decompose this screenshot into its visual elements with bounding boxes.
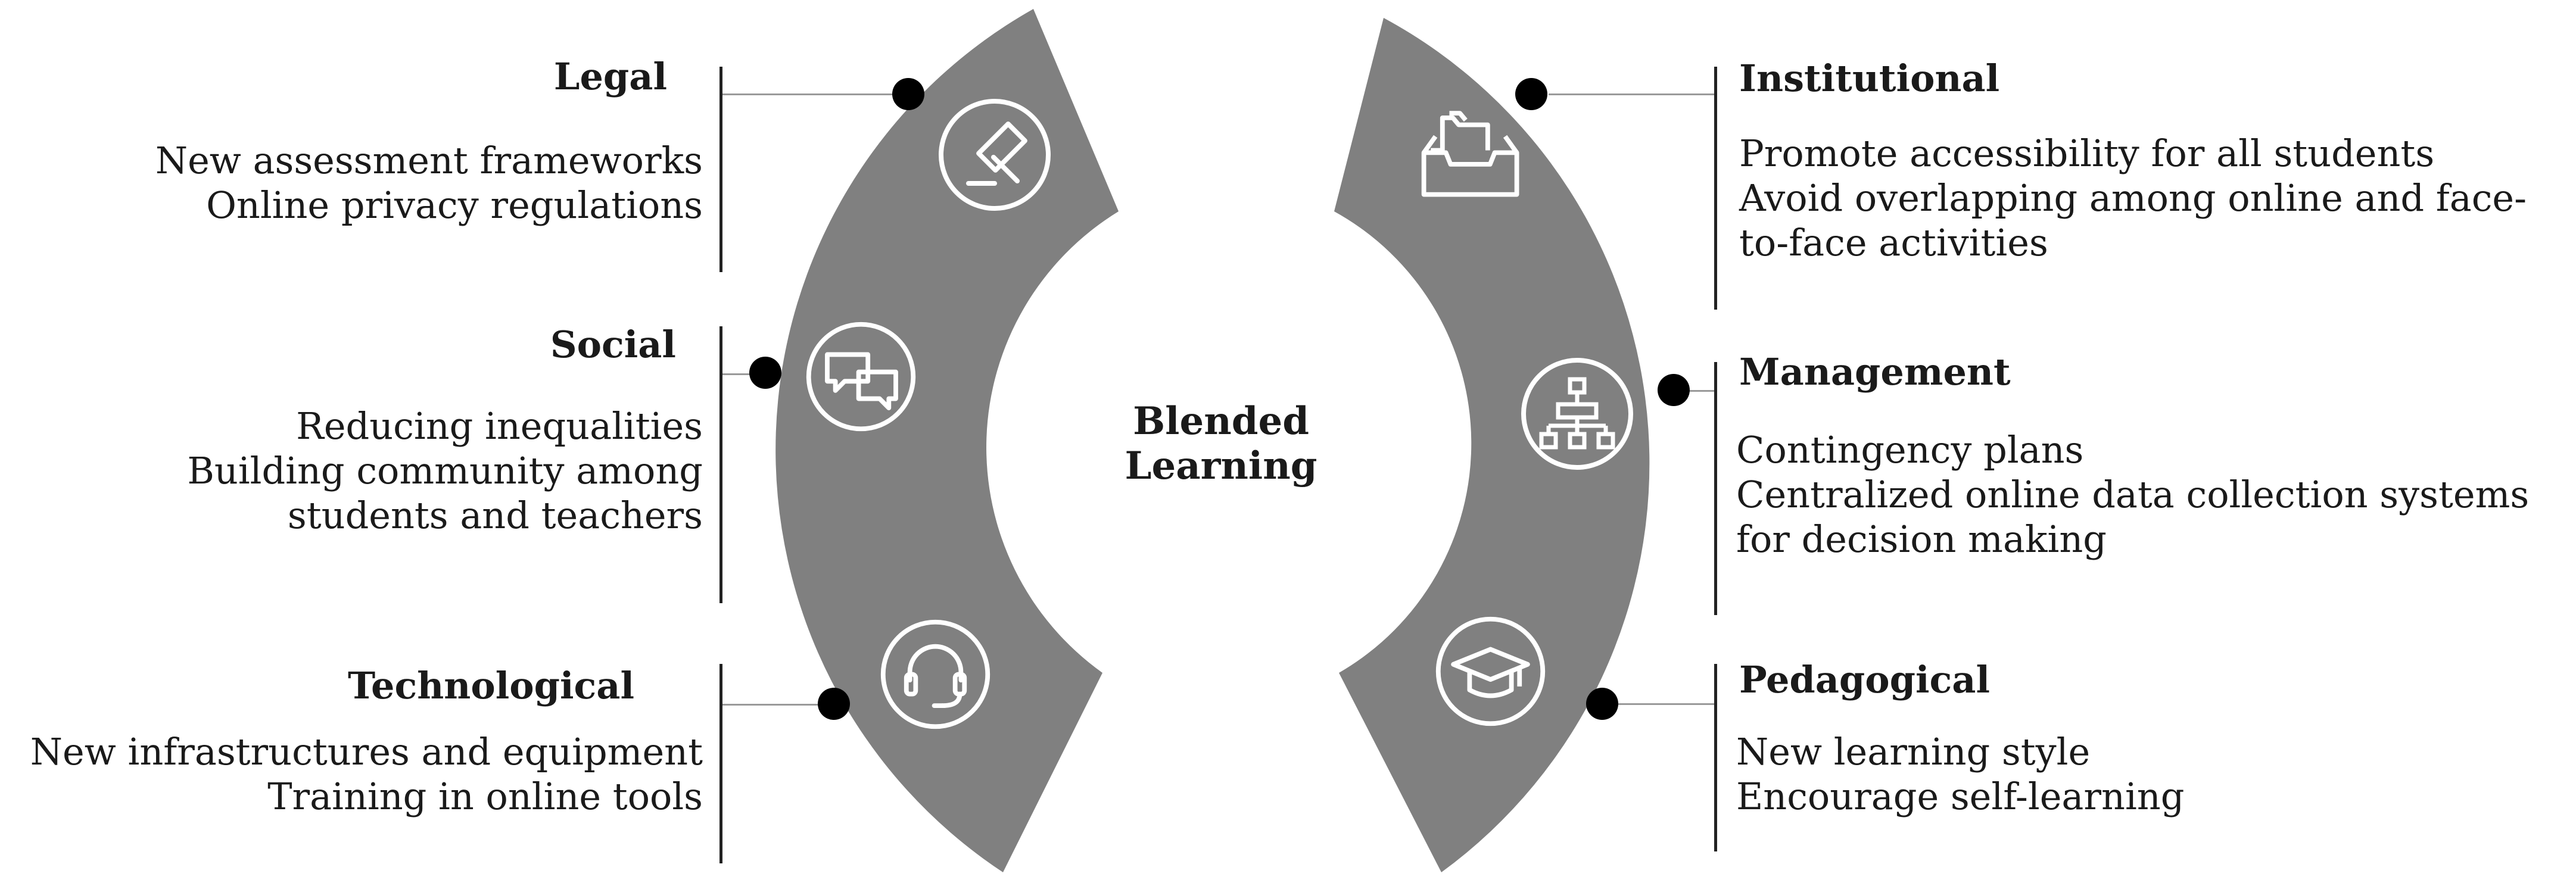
line-item: New assessment frameworks (155, 139, 703, 182)
line-item: Training in online tools (267, 775, 703, 818)
heading-social: Social (550, 323, 676, 366)
heading-legal: Legal (553, 55, 667, 98)
chat-bubbles-icon (806, 322, 916, 432)
leader-line-management (1686, 390, 1715, 392)
heading-management: Management (1739, 350, 2011, 394)
list-social: Reducing inequalities Building community… (187, 404, 703, 538)
line-item: Reducing inequalities (296, 404, 703, 448)
line-item: students and teachers (287, 494, 703, 537)
heading-institutional: Institutional (1739, 57, 2000, 100)
list-management: Contingency plans Centralized online dat… (1736, 428, 2529, 561)
center-title: Blended Learning (1125, 399, 1317, 488)
leader-line-legal (721, 93, 908, 95)
list-technological: New infrastructures and equipment Traini… (30, 729, 703, 819)
left-arc (775, 9, 1119, 872)
headset-icon (880, 619, 990, 729)
marker-dot-institutional (1515, 78, 1547, 110)
file-tray-icon (1421, 111, 1519, 197)
leader-line-social (721, 373, 765, 375)
marker-dot-pedagogical (1586, 688, 1618, 720)
heading-technological: Technological (347, 664, 634, 707)
marker-dot-technological (818, 688, 850, 720)
line-item: Building community among (187, 449, 703, 492)
line-item: Encourage self-learning (1736, 775, 2185, 818)
leader-line-technological (721, 704, 828, 706)
marker-dot-management (1658, 374, 1690, 406)
line-item: New infrastructures and equipment (30, 730, 703, 773)
bar-pedagogical (1714, 664, 1717, 851)
list-legal: New assessment frameworks Online privacy… (155, 138, 703, 227)
line-item: to-face activities (1739, 221, 2048, 264)
marker-dot-social (749, 357, 781, 389)
bar-management (1714, 362, 1717, 615)
bar-institutional (1714, 67, 1717, 310)
leader-line-pedagogical (1617, 703, 1715, 705)
heading-pedagogical: Pedagogical (1739, 658, 1991, 701)
line-item: Avoid overlapping among online and face- (1739, 176, 2527, 220)
bar-legal (719, 67, 722, 272)
line-item: New learning style (1736, 730, 2091, 773)
gavel-icon (939, 99, 1051, 211)
list-pedagogical: New learning style Encourage self-learni… (1736, 729, 2184, 819)
line-item: Promote accessibility for all students (1739, 132, 2435, 175)
marker-dot-legal (892, 78, 924, 110)
leader-line-institutional (1549, 93, 1715, 95)
bar-technological (719, 664, 722, 863)
line-item: for decision making (1736, 517, 2107, 561)
graduation-cap-icon (1435, 616, 1546, 726)
list-institutional: Promote accessibility for all students A… (1739, 131, 2527, 265)
bar-social (719, 326, 722, 603)
line-item: Online privacy regulations (206, 183, 703, 227)
right-arc (1334, 18, 1650, 872)
org-chart-icon (1521, 358, 1633, 470)
line-item: Centralized online data collection syste… (1736, 473, 2530, 516)
line-item: Contingency plans (1736, 428, 2084, 472)
